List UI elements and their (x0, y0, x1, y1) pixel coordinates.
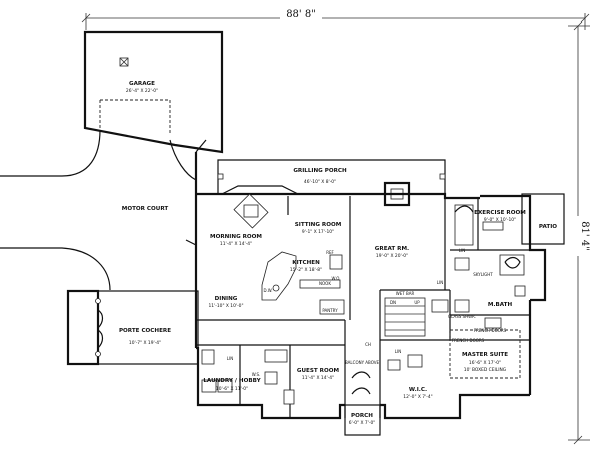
laundry-label: LAUNDRY / HOBBY (203, 378, 261, 384)
stairs-down-label: DN (390, 300, 396, 305)
french-doors-label-b: FRENCH DOORS (452, 338, 485, 343)
guest-bath-fixtures (264, 349, 295, 405)
kitchen-size: 15'-2" X 18'-8" (290, 267, 322, 273)
guest-room-size: 11'-4" X 14'-4" (302, 375, 334, 381)
grilling-porch-size: 46'-10" X 8'-0" (304, 179, 336, 185)
porte-cochere-walls (66, 289, 199, 366)
porch-label: PORCH (351, 413, 373, 419)
lin-label-b: LIN (459, 248, 465, 253)
staircase-icon (384, 297, 449, 337)
laundry-fixtures (201, 349, 233, 393)
morning-room-label: MORNING ROOM (210, 234, 262, 240)
skylight-label: SKYLIGHT (473, 272, 493, 277)
master-suite-label: MASTER SUITE (462, 352, 508, 358)
main-house-walls (194, 152, 547, 420)
ws-label: W.S. (252, 372, 261, 377)
porch-size: 6'-0" X 7'-0" (349, 420, 376, 426)
master-suite-ceiling-note: 10' BOXED CEILING (464, 367, 507, 373)
lin-label-c: LIN (395, 349, 401, 354)
dining-label: DINING (215, 296, 238, 302)
exercise-room-size: 9'-0" X 10'-10" (484, 217, 516, 223)
lin-label-d: LIN (227, 356, 233, 361)
sitting-room-label: SITTING ROOM (295, 222, 342, 228)
sitting-room-size: 9'-1" X 17'-10" (302, 229, 334, 235)
french-doors-label-a: FRENCH DOORS (474, 328, 507, 333)
garage-size: 26'-4" X 22'-0" (126, 88, 158, 94)
porch-outline (344, 404, 381, 436)
depth-dimension-line (568, 21, 590, 445)
overall-width-label: 88' 8" (286, 9, 316, 20)
porte-cochere-label: PORTE COCHERE (119, 328, 171, 334)
width-dimension-line (81, 7, 590, 30)
great-room-label: GREAT RM. (375, 246, 409, 252)
overall-depth-label: 81' 4" (579, 221, 590, 251)
wic-label: W.I.C. (409, 387, 427, 393)
glass-shower-label: GLASS SHWR. (448, 314, 476, 319)
kitchen-island-icon (261, 251, 345, 315)
patio-outline (521, 193, 565, 245)
morning-room-size: 11'-4" X 14'-4" (220, 241, 252, 247)
dishwasher-label: D.W. (263, 288, 272, 293)
kitchen-label: KITCHEN (292, 260, 320, 266)
nook-label: NOOK (319, 281, 331, 286)
master-bath-fixtures (454, 254, 526, 329)
wall-oven-label: W.O. (331, 276, 340, 281)
great-room-size: 19'-0" X 20'-0" (376, 253, 408, 259)
master-bath-label: M.BATH (488, 302, 513, 308)
ref-label: REF (326, 250, 334, 255)
master-suite-size: 16'-6" X 17'-0" (469, 360, 501, 366)
morning-room-table-icon (233, 193, 269, 229)
dining-size: 11'-10" X 10'-0" (209, 303, 244, 309)
motor-court-outline (0, 129, 197, 291)
master-suite-ceiling-outline (449, 329, 521, 379)
wic-fixtures (387, 354, 423, 371)
foyer-doors-icon (351, 371, 371, 395)
wet-bar-label: WET BAR (396, 291, 415, 296)
porte-cochere-size: 10'-7" X 19'-4" (129, 340, 161, 346)
guest-room-label: GUEST ROOM (297, 368, 340, 374)
laundry-size: 10'-6" X 11'-0" (216, 386, 248, 392)
lin-label-a: LIN (437, 280, 443, 285)
stairs-up-label: UP (414, 300, 420, 305)
ch-label: CH (365, 342, 371, 347)
garage-walls (83, 30, 224, 154)
pantry-label: PANTRY (322, 308, 338, 313)
exercise-room-label: EXERCISE ROOM (474, 210, 526, 216)
balcony-above-label: BALCONY ABOVE (345, 360, 380, 365)
motor-court-label: MOTOR COURT (122, 206, 169, 212)
wic-size: 12'-0" X 7'-4" (403, 394, 432, 400)
patio-label: PATIO (539, 224, 557, 230)
garage-label: GARAGE (129, 81, 155, 87)
exercise-room-fixtures (454, 204, 504, 246)
grilling-porch-label: GRILLING PORCH (293, 168, 347, 174)
